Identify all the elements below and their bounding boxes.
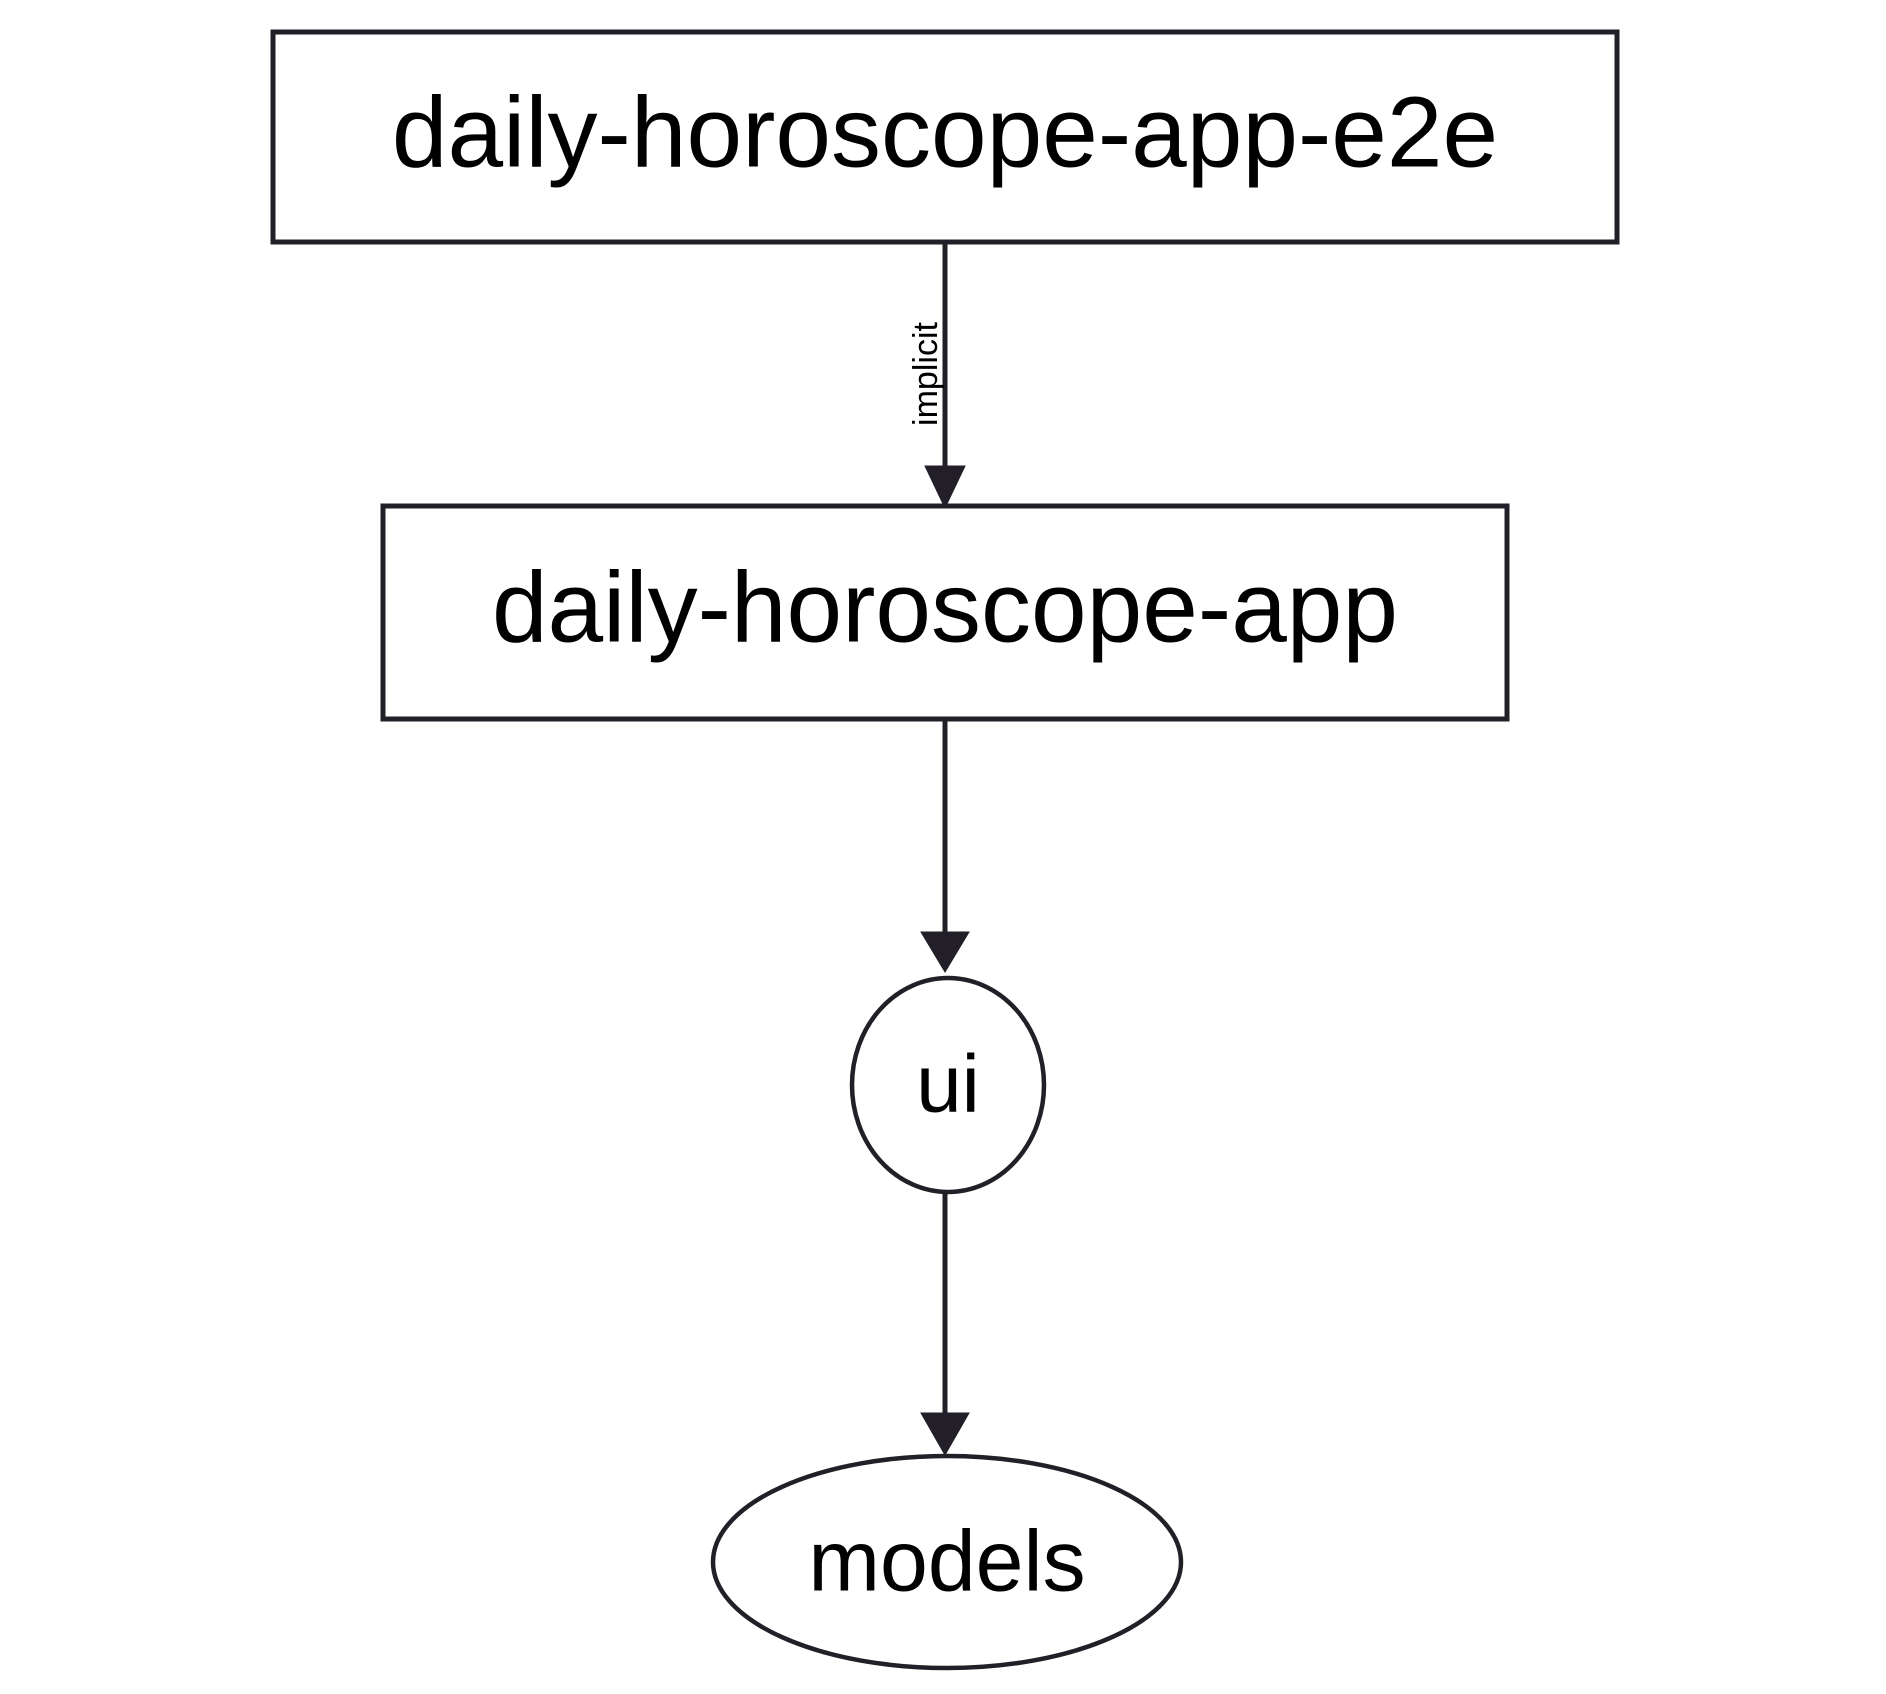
node-label-ui: ui [916,1039,980,1130]
node-label-daily-horoscope-app: daily-horoscope-app [492,551,1398,663]
arrowhead-app-to-ui [920,931,970,973]
arrowhead-ui-to-models [920,1412,970,1457]
arrowhead-e2e-to-app [924,465,966,510]
node-daily-horoscope-app[interactable]: daily-horoscope-app [380,503,1510,722]
edge-e2e-to-app[interactable]: implicit [907,242,966,510]
edge-app-to-ui[interactable] [920,719,970,973]
node-daily-horoscope-app-e2e[interactable]: daily-horoscope-app-e2e [270,29,1620,245]
edge-ui-to-models[interactable] [920,1192,970,1457]
node-label-models: models [808,1514,1085,1610]
node-models[interactable]: models [710,1453,1184,1671]
node-shape-ellipse [849,975,1047,1195]
node-shape-rectangle [270,29,1620,245]
edge-label-implicit: implicit [907,322,945,426]
node-shape-rectangle [380,503,1510,722]
node-ui[interactable]: ui [849,975,1047,1195]
node-label-daily-horoscope-app-e2e: daily-horoscope-app-e2e [392,76,1498,188]
node-shape-ellipse [710,1453,1184,1671]
